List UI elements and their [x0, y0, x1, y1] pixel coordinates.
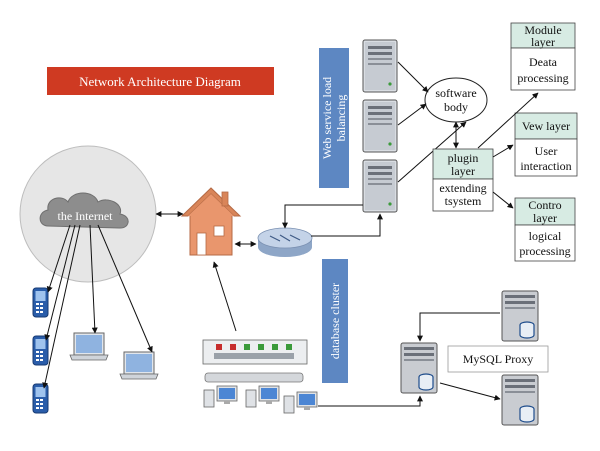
view-body-line2: interaction — [520, 159, 571, 173]
view-body-line1: User — [535, 144, 558, 158]
module-body-line1: Deata — [529, 55, 558, 69]
mysql-proxy-label: MySQL Proxy — [463, 352, 534, 366]
control-header-line1: Contro — [528, 198, 561, 212]
module-header-line2: layer — [531, 35, 555, 49]
mysql-proxy-box — [447, 345, 549, 373]
desktop-computer-icon — [245, 385, 280, 408]
mobile-phone-icon — [32, 287, 49, 318]
module-body-line2: processing — [517, 71, 568, 85]
server-icon — [362, 99, 398, 153]
database-icon — [501, 374, 539, 426]
switch-house-link — [212, 261, 237, 332]
view-layer-box: Vew layer User interaction — [514, 112, 578, 177]
plugin-layer-box: plugin layer extending tsystem — [432, 148, 494, 212]
web-lb-label-line1: Web service load — [320, 77, 334, 159]
router-icon — [257, 227, 313, 257]
plugin-header-line1: plugin — [448, 151, 479, 165]
software-body-label-line2: body — [444, 100, 468, 114]
web-lb-banner — [319, 48, 349, 188]
control-body-line1: logical — [529, 229, 562, 243]
title-banner — [47, 67, 274, 95]
desktop-db-link — [318, 395, 423, 407]
plugin-body-line1: extending — [439, 181, 486, 195]
module-header-line1: Module — [524, 23, 561, 37]
db-cluster-links — [417, 312, 501, 401]
server-icon — [362, 159, 398, 213]
cloud-icon — [39, 192, 129, 229]
plugin-layer-links — [477, 92, 539, 209]
house-icon — [180, 187, 242, 256]
laptop-icon — [69, 332, 109, 361]
internet-device-links — [42, 224, 153, 389]
page-title: Network Architecture Diagram — [79, 74, 241, 89]
database-icon — [400, 342, 438, 394]
db-cluster-banner — [322, 259, 348, 383]
plugin-header-line2: layer — [451, 164, 475, 178]
control-body-line2: processing — [519, 244, 570, 258]
mobile-phone-icon — [32, 383, 49, 414]
control-header-line2: layer — [533, 211, 557, 225]
control-layer-box: Contro layer logical processing — [514, 197, 576, 262]
module-layer-box: Module layer Deata processing — [510, 22, 576, 91]
db-cluster-label: database cluster — [328, 283, 342, 359]
router-webserver-link — [311, 213, 383, 237]
software-body-label-line1: software — [435, 86, 476, 100]
network-switch-icon — [202, 339, 308, 383]
desktop-computer-icon — [203, 385, 238, 408]
mobile-phone-icon — [32, 335, 49, 366]
plugin-body-line2: tsystem — [445, 194, 482, 208]
server-icon — [362, 39, 398, 93]
laptop-icon — [119, 351, 159, 380]
webserver-router-link — [282, 204, 363, 229]
web-lb-label-line2: balancing — [334, 95, 348, 142]
internet-label: the Internet — [58, 209, 114, 223]
desktop-computer-icon — [283, 391, 318, 414]
database-icon — [501, 290, 539, 342]
view-header-line1: Vew layer — [522, 119, 570, 133]
